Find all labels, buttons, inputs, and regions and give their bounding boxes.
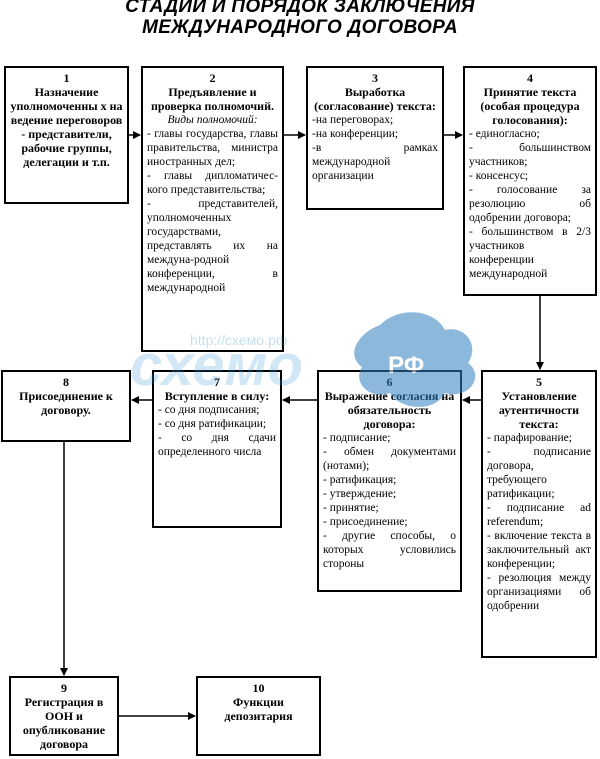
stage-item: - подписание; xyxy=(323,432,391,444)
stage-10-box: 10 Функции депозитария xyxy=(196,676,321,756)
stage-item: - единогласно; xyxy=(469,128,540,140)
stage-item: - утверждение; xyxy=(323,488,397,500)
stage-item: - главы государства, главы правительства… xyxy=(147,128,278,168)
stage-number: 4 xyxy=(527,71,533,85)
stage-heading: Назначение уполномоченны х на ведение пе… xyxy=(10,85,123,169)
stage-heading: Выражение согласия на обязательность дог… xyxy=(324,389,455,431)
title-line-1: СТАДИИ И ПОРЯДОК ЗАКЛЮЧЕНИЯ xyxy=(125,0,475,17)
stage-item: - ратификация; xyxy=(323,474,397,486)
stage-8-box: 8 Присоединение к договору. xyxy=(1,370,131,442)
stage-item: - обмен документами (нотами); xyxy=(323,446,456,472)
stage-heading: Вступление в силу: xyxy=(164,389,270,403)
stage-2-box: 2 Предъявление и проверка полномочий. Ви… xyxy=(141,66,284,352)
stage-9-box: 9 Регистрация в ООН и опубликование дого… xyxy=(9,676,119,756)
stage-item: -в рамках международной организации xyxy=(312,142,438,182)
stage-item: - со дня ратификации; xyxy=(158,418,267,430)
stage-3-box: 3 Выработка (согласование) текста: -на п… xyxy=(306,66,444,210)
stage-item: - со дня сдачи определенного числа xyxy=(158,432,276,458)
stage-heading: Функции депозитария xyxy=(224,695,293,723)
stage-number: 8 xyxy=(63,375,69,389)
stage-item: - включение текста в заключительный акт … xyxy=(487,530,591,570)
stage-item: - подписание ad referendum; xyxy=(487,502,591,528)
title-line-2: МЕЖДУНАРОДНОГО ДОГОВОРА xyxy=(142,17,458,38)
stage-number: 6 xyxy=(386,375,393,389)
stage-item: - принятие; xyxy=(323,502,379,514)
stage-item: - резолюция между организациями об одобр… xyxy=(487,572,591,612)
stage-number: 10 xyxy=(252,681,265,695)
stage-heading: Установление аутентичности текста: xyxy=(498,389,580,431)
stage-heading: Регистрация в ООН и опубликование догово… xyxy=(22,695,106,751)
stage-item: - другие способы, о которых условились с… xyxy=(323,530,456,570)
stage-item: - главы дипломатичес-кого представительс… xyxy=(147,170,278,196)
stage-7-box: 7 Вступление в силу: - со дня подписания… xyxy=(152,370,282,528)
stage-item: - представителей, уполномоченных государ… xyxy=(147,198,278,294)
stage-item: - большинством в 2/3 участников конферен… xyxy=(469,226,591,280)
stage-heading: Выработка (согласование) текста: xyxy=(314,85,436,113)
stage-number: 3 xyxy=(372,71,378,85)
stage-item: - большинством участников; xyxy=(469,142,591,168)
stage-heading: Принятие текста (особая процедура голосо… xyxy=(480,85,580,127)
stage-number: 7 xyxy=(214,375,220,389)
stage-item: - голосование за резолюцию об одобрении … xyxy=(469,184,591,224)
stage-item: - подписание договора, требующего ратифи… xyxy=(487,446,591,500)
stage-item: - консенсус; xyxy=(469,170,529,182)
stage-heading: Присоединение к договору. xyxy=(19,389,113,417)
stage-item: -на конференции; xyxy=(312,128,399,140)
stage-1-box: 1 Назначение уполномоченны х на ведение … xyxy=(4,66,129,204)
stage-number: 2 xyxy=(209,71,216,85)
stage-item: - со дня подписания; xyxy=(158,404,260,416)
stage-item: - парафирование; xyxy=(487,432,572,444)
stage-4-box: 4 Принятие текста (особая процедура голо… xyxy=(463,66,597,296)
stage-number: 5 xyxy=(536,375,542,389)
stage-item: - присоединение; xyxy=(323,516,408,528)
stage-subheading: Виды полномочий: xyxy=(167,114,258,126)
stage-heading: Предъявление и проверка полномочий. xyxy=(151,85,274,113)
stage-number: 1 xyxy=(63,71,70,85)
stage-6-box: 6 Выражение согласия на обязательность д… xyxy=(317,370,462,592)
stage-item: -на переговорах; xyxy=(312,114,394,126)
stage-5-box: 5 Установление аутентичности текста: - п… xyxy=(481,370,597,658)
stage-number: 9 xyxy=(61,681,67,695)
diagram-title: СТАДИИ И ПОРЯДОК ЗАКЛЮЧЕНИЯ МЕЖДУНАРОДНО… xyxy=(60,0,540,38)
